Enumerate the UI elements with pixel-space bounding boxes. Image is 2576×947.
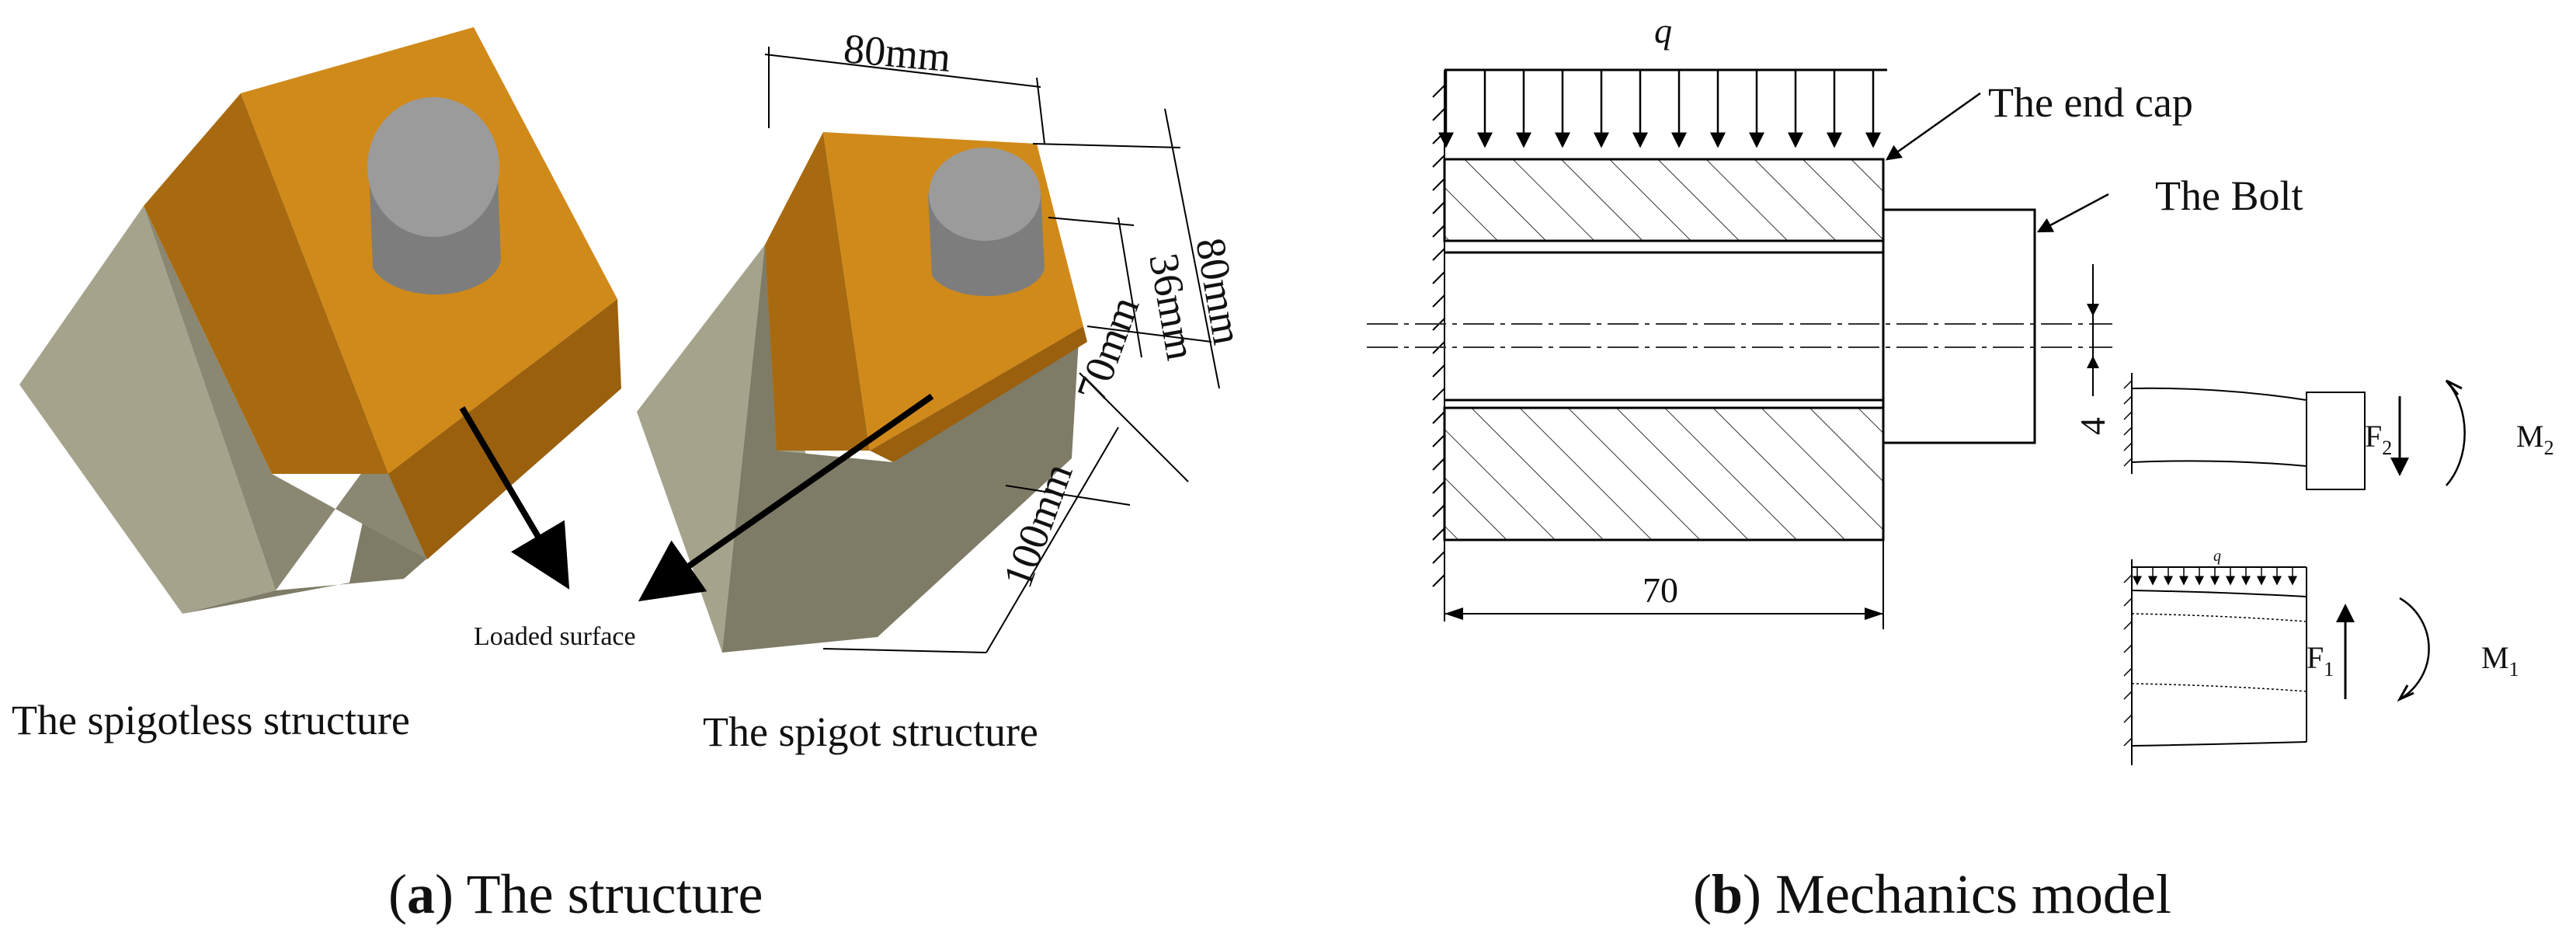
spigotless-grey-side (144, 206, 621, 590)
m2-label: M2 (2516, 419, 2554, 459)
small-q-label: q (2213, 548, 2221, 565)
endcap-fbd (2123, 559, 2430, 765)
dimension-lines-a (764, 47, 1220, 653)
bolt-fbd (2123, 373, 2466, 490)
panel-a: 80mm 80mm 36mm 70mm 100mm Loaded surface… (12, 25, 1251, 925)
dim-70-lines (1444, 540, 1884, 629)
spigot-cylinder (928, 148, 1045, 297)
f2-label: F2 (2365, 419, 2392, 459)
arrow-loaded-spigotless (459, 406, 570, 590)
end-cap-leader (1885, 92, 1981, 161)
spigotless-orange-front (144, 93, 388, 474)
bolt-label: The Bolt (2155, 172, 2303, 219)
caption-b: (b) Mechanics model (1693, 863, 2171, 925)
dim-80mm-width: 80mm (842, 25, 953, 81)
spigotless-grey-front (19, 206, 276, 614)
end-cap-label: The end cap (1988, 79, 2193, 126)
bolt-head (1882, 208, 2036, 444)
dim-4: 4 (2073, 417, 2112, 435)
loaded-surface-label: Loaded surface (474, 622, 636, 651)
arrow-loaded-spigot (638, 393, 934, 602)
end-cap-top-section (1443, 158, 1885, 242)
spigotless-block (19, 27, 621, 614)
panel-b: q (1367, 11, 2554, 925)
load-q-label: q (1654, 11, 1672, 50)
caption-a: (a) The structure (388, 863, 763, 925)
load-arrows (1438, 70, 1881, 148)
fixed-wall (1432, 70, 1445, 621)
spigot-orange-front (765, 132, 870, 451)
f1-label: F1 (2307, 640, 2334, 681)
dim-70: 70 (1643, 570, 1678, 610)
m1-label: M1 (2481, 640, 2519, 681)
spigot-block (637, 132, 1087, 653)
spigotless-cylinder (367, 97, 501, 295)
spigotless-orange-right (388, 299, 621, 559)
spigot-orange-right (870, 326, 1087, 462)
label-spigot-structure: The spigot structure (703, 709, 1038, 755)
dim-70mm: 70mm (1068, 291, 1149, 407)
spigot-grey-side (722, 245, 1079, 653)
end-cap-bottom-section (1443, 406, 1885, 541)
label-spigotless-structure: The spigotless structure (12, 697, 410, 743)
bolt-leader (2036, 193, 2109, 233)
